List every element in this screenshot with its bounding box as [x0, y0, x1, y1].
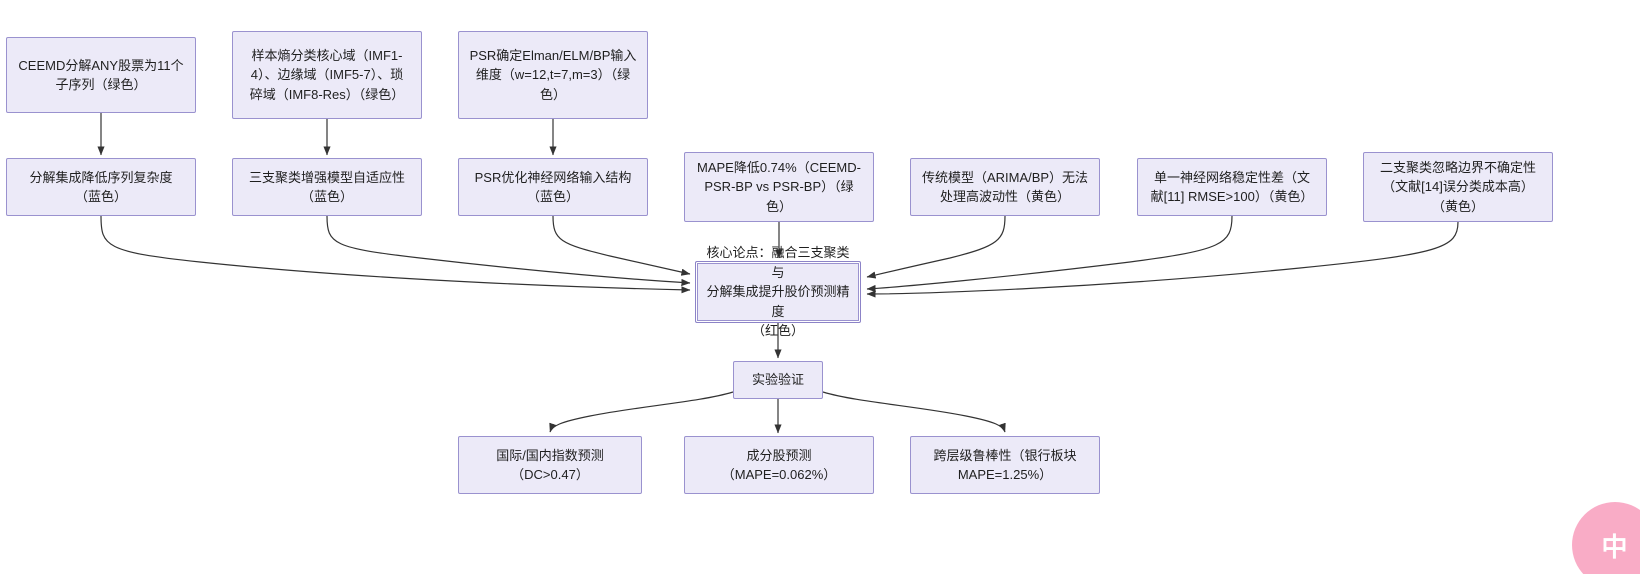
node-constituent-stock-forecast[interactable]: 成分股预测 （MAPE=0.062%）	[684, 436, 874, 494]
edge-singlenn-to-core	[866, 215, 1233, 293]
node-label: 分解集成降低序列复杂度 （蓝色）	[29, 169, 173, 205]
node-label: 跨层级鲁棒性（银行板块 MAPE=1.25%）	[933, 447, 1077, 483]
node-label: 样本熵分类核心域（IMF1- 4）、边缘域（IMF5-7）、琐 碎域（IMF8-…	[249, 47, 405, 102]
node-label: 三支聚类增强模型自适应性 （蓝色）	[248, 169, 405, 205]
edge-twoway-to-core	[866, 221, 1459, 298]
edge-decompose-to-core	[100, 215, 691, 294]
edge-psroptimize-to-core	[552, 215, 691, 276]
node-three-way-clustering[interactable]: 三支聚类增强模型自适应性 （蓝色）	[232, 158, 422, 216]
node-label: PSR优化神经网络输入结构 （蓝色）	[474, 169, 632, 205]
edge-traditional-to-core	[866, 215, 1006, 279]
node-traditional-model-limit[interactable]: 传统模型（ARIMA/BP）无法 处理高波动性（黄色）	[910, 158, 1100, 216]
edge-verification-to-robustness	[822, 391, 1006, 433]
edge-clustering-to-core	[326, 215, 691, 287]
node-label: 核心论点：融合三支聚类与 分解集成提升股价预测精度 （红色）	[706, 245, 850, 339]
node-experiment-verification[interactable]: 实验验证	[733, 361, 823, 399]
node-core-claim[interactable]: 核心论点：融合三支聚类与 分解集成提升股价预测精度 （红色）	[695, 245, 861, 338]
node-label: 传统模型（ARIMA/BP）无法 处理高波动性（黄色）	[921, 169, 1089, 205]
node-psr-optimize-structure[interactable]: PSR优化神经网络输入结构 （蓝色）	[458, 158, 648, 216]
node-sample-entropy-classification[interactable]: 样本熵分类核心域（IMF1- 4）、边缘域（IMF5-7）、琐 碎域（IMF8-…	[232, 31, 422, 119]
watermark-badge: 中	[1572, 502, 1640, 574]
node-single-nn-instability[interactable]: 单一神经网络稳定性差（文 献[11] RMSE>100）（黄色）	[1137, 158, 1327, 216]
node-label: 二支聚类忽略边界不确定性 （文献[14]误分类成本高） （黄色）	[1379, 159, 1536, 214]
edge-verification-to-index	[549, 391, 734, 433]
node-decompose-complexity[interactable]: 分解集成降低序列复杂度 （蓝色）	[6, 158, 196, 216]
node-label: CEEMD分解ANY股票为11个 子序列（绿色）	[18, 57, 184, 93]
watermark-label: 中	[1601, 531, 1629, 562]
node-psr-input-dimension[interactable]: PSR确定Elman/ELM/BP输入 维度（w=12,t=7,m=3）（绿 色…	[458, 31, 648, 119]
node-index-forecast[interactable]: 国际/国内指数预测 （DC>0.47）	[458, 436, 642, 494]
node-ceemd-decomposition[interactable]: CEEMD分解ANY股票为11个 子序列（绿色）	[6, 37, 196, 113]
node-label: 国际/国内指数预测 （DC>0.47）	[496, 447, 604, 483]
node-label: 单一神经网络稳定性差（文 献[11] RMSE>100）（黄色）	[1150, 169, 1314, 205]
node-label: MAPE降低0.74%（CEEMD- PSR-BP vs PSR-BP）（绿 色…	[697, 159, 861, 214]
node-label: 实验验证	[751, 372, 804, 388]
node-label: PSR确定Elman/ELM/BP输入 维度（w=12,t=7,m=3）（绿 色…	[469, 47, 637, 102]
node-label: 成分股预测 （MAPE=0.062%）	[721, 447, 837, 483]
node-mape-reduction[interactable]: MAPE降低0.74%（CEEMD- PSR-BP vs PSR-BP）（绿 色…	[684, 152, 874, 222]
node-two-way-clustering-limit[interactable]: 二支聚类忽略边界不确定性 （文献[14]误分类成本高） （黄色）	[1363, 152, 1553, 222]
node-cross-level-robustness[interactable]: 跨层级鲁棒性（银行板块 MAPE=1.25%）	[910, 436, 1100, 494]
